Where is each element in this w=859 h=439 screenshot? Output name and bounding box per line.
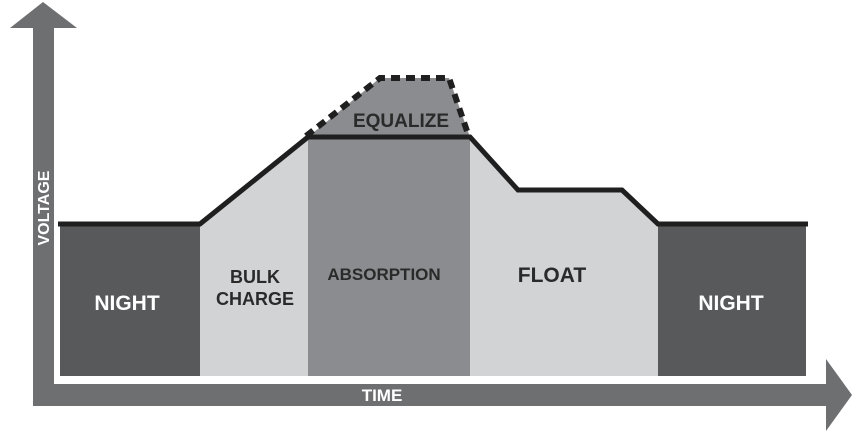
x-axis-arrow <box>826 359 852 431</box>
bulk-charge-region <box>200 137 308 376</box>
absorption-label: ABSORPTION <box>327 265 440 284</box>
absorption-region <box>308 137 470 376</box>
y-axis-label: VOLTAGE <box>36 170 53 245</box>
equalize-region <box>308 78 470 137</box>
night-right-label: NIGHT <box>698 292 764 315</box>
bulk-charge-label-line1: BULK <box>230 267 280 287</box>
night-left-label: NIGHT <box>94 292 160 315</box>
y-axis <box>33 26 54 406</box>
voltage-curve <box>58 134 808 227</box>
bulk-charge-label-line2: CHARGE <box>216 289 294 309</box>
x-axis-label: TIME <box>362 386 403 405</box>
equalize-curve <box>304 75 471 139</box>
y-axis-arrow <box>10 2 77 28</box>
equalize-label: EQUALIZE <box>353 111 449 132</box>
float-label: FLOAT <box>518 264 587 287</box>
x-axis <box>33 384 828 406</box>
night-left-region <box>60 224 200 376</box>
float-region <box>470 137 658 376</box>
night-right-region <box>658 224 806 376</box>
